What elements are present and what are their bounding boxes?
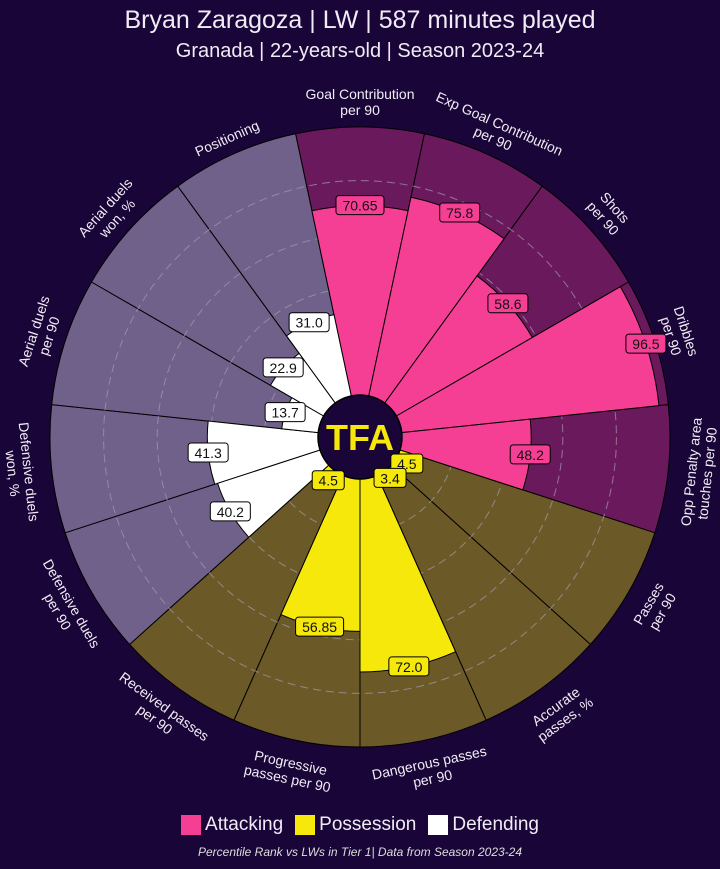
- legend-item-possession: Possession: [295, 814, 416, 836]
- category-label: Dangerous passesper 90: [370, 743, 491, 799]
- legend-item-attacking: Attacking: [181, 814, 283, 836]
- value-label-box: [335, 195, 385, 216]
- value-label: 13.7: [272, 405, 299, 421]
- chart-title: Bryan Zaragoza | LW | 587 minutes played: [124, 6, 596, 34]
- category-label: Dribblesper 90: [655, 304, 701, 363]
- value-label: 4.5: [318, 473, 338, 489]
- category-label: Defensive duelswon, %: [0, 421, 42, 523]
- value-label: 72.0: [395, 659, 422, 675]
- legend: Attacking Possession Defending: [0, 814, 720, 836]
- chart-subtitle: Granada | 22-years-old | Season 2023-24: [175, 40, 545, 62]
- legend-label: Defending: [452, 814, 539, 835]
- value-label-box: [373, 467, 407, 488]
- legend-item-defending: Defending: [428, 814, 539, 836]
- center-circle: [317, 394, 403, 480]
- value-label-box: [509, 444, 551, 465]
- value-label: 41.3: [195, 445, 222, 461]
- value-label-box: [487, 293, 529, 314]
- legend-swatch-attacking: [181, 815, 202, 835]
- value-label-box: [388, 656, 430, 677]
- value-label: 3.4: [380, 470, 400, 486]
- legend-swatch-possession: [295, 815, 316, 835]
- legend-label: Attacking: [205, 814, 284, 835]
- category-label: Progressivepasses per 90: [243, 746, 336, 796]
- footnote: Percentile Rank vs LWs in Tier 1| Data f…: [197, 845, 523, 859]
- category-label: Passesper 90: [630, 580, 681, 636]
- value-label: 58.6: [494, 296, 521, 312]
- value-label-box: [295, 616, 345, 637]
- value-label: 48.2: [517, 447, 544, 463]
- value-label-box: [311, 470, 345, 491]
- value-label-box: [187, 442, 229, 463]
- value-label: 75.8: [446, 205, 473, 221]
- value-label: 56.85: [302, 619, 337, 635]
- value-label: 31.0: [296, 315, 323, 331]
- value-label: 40.2: [217, 504, 244, 520]
- value-label: 22.9: [270, 360, 297, 376]
- value-label: 96.5: [632, 336, 659, 352]
- legend-swatch-defending: [428, 815, 449, 835]
- value-label-box: [288, 312, 330, 333]
- value-label-box: [439, 202, 481, 223]
- value-label-box: [625, 333, 667, 354]
- value-label-box: [264, 402, 306, 423]
- tfa-logo: TFA: [326, 417, 394, 458]
- value-label-box: [262, 357, 304, 378]
- value-label-box: [209, 501, 251, 522]
- grid-circle: [103, 180, 617, 694]
- category-label: Opp Penalty areatouches per 90: [678, 417, 720, 529]
- value-label: 70.65: [342, 198, 377, 214]
- legend-label: Possession: [319, 814, 417, 835]
